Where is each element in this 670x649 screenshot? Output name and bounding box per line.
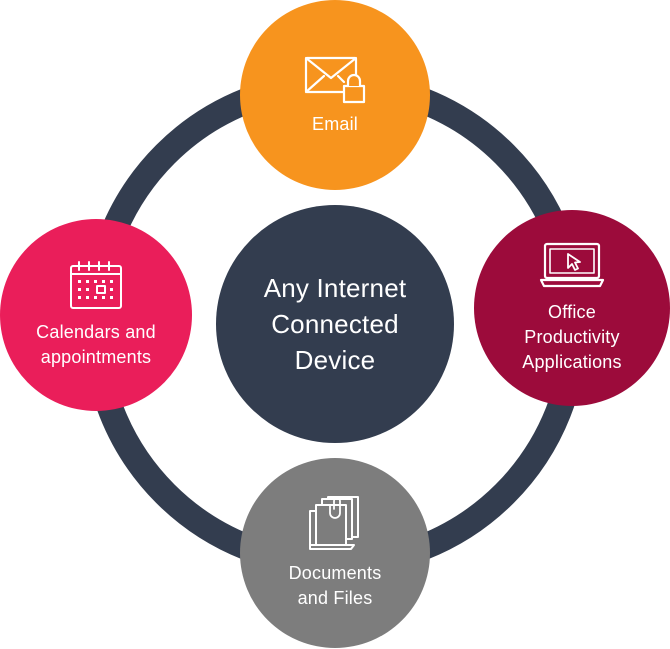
laptop-cursor-icon: [539, 242, 605, 288]
office-node-label: Office Productivity Applications: [522, 301, 622, 372]
office-node: Office Productivity Applications: [474, 210, 670, 406]
envelope-lock-icon: [304, 56, 366, 104]
email-node: Email: [240, 0, 430, 190]
docs-node-label: Documents and Files: [288, 563, 382, 608]
calendar-node-label: Calendars and appointments: [36, 322, 156, 367]
center-node-label: Any Internet Connected Device: [263, 273, 407, 375]
email-node-label: Email: [311, 113, 358, 134]
calendar-node: Calendars and appointments: [0, 219, 192, 411]
center-node: Any Internet Connected Device: [216, 205, 454, 443]
calendar-icon: [69, 260, 123, 310]
documents-icon: [308, 495, 362, 551]
docs-node: Documents and Files: [240, 458, 430, 648]
